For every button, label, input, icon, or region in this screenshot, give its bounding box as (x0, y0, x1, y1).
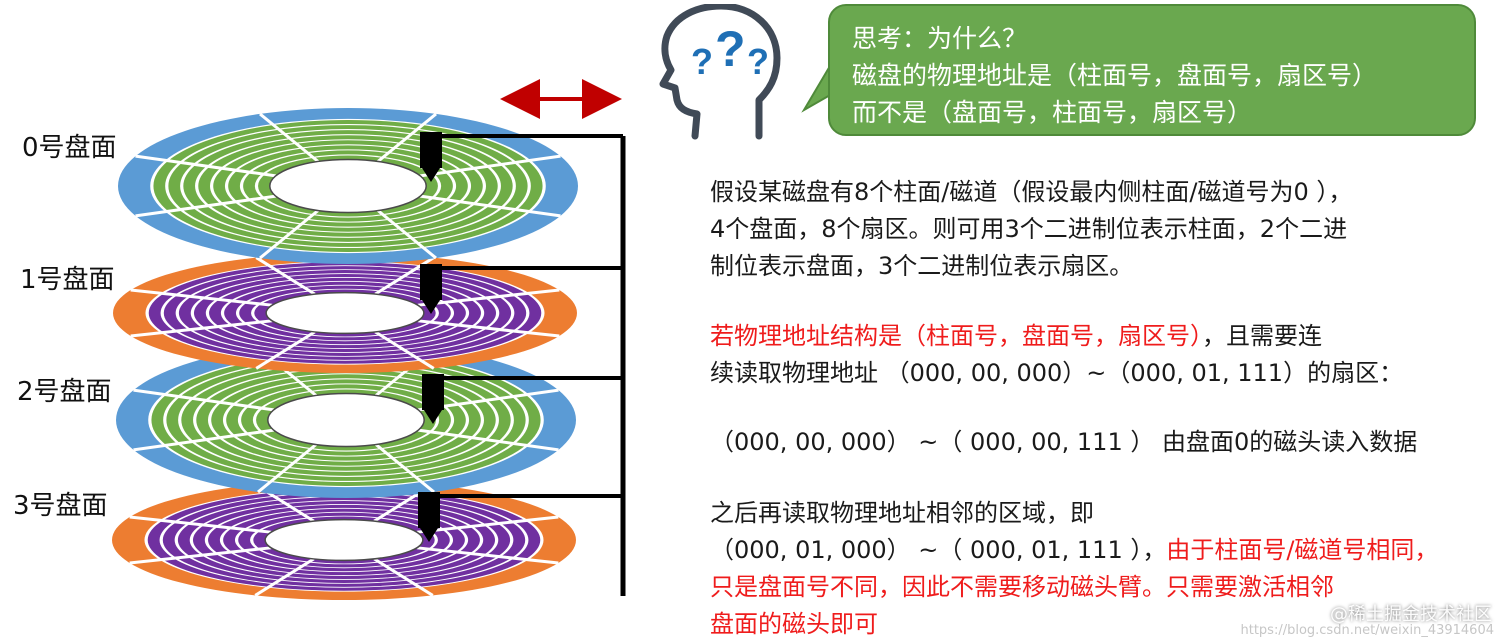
p1-line-1: 假设某磁盘有8个柱面/磁道（假设最内侧柱面/磁道号为0 ）， (710, 178, 1353, 206)
sector-divider (374, 443, 435, 494)
sector-divider (257, 443, 318, 494)
p2-line-1: 若物理地址结构是（柱面号，盘面号，扇区号），且需要连 (710, 318, 1403, 355)
paragraph-3: （000, 00, 000） ~（ 000, 00, 111 ） 由盘面0的磁头… (710, 424, 1417, 461)
sector-divider (417, 319, 560, 338)
sector-divider (129, 546, 272, 565)
sector-divider (130, 319, 273, 338)
sector-divider (259, 112, 320, 163)
p3-line: （000, 00, 000） ~（ 000, 00, 111 ） 由盘面0的磁头… (710, 428, 1418, 456)
sector-divider (416, 515, 559, 534)
platter-label-1: 1号盘面 (20, 265, 115, 295)
sector-divider (416, 546, 559, 565)
sector-divider (374, 256, 435, 296)
sector-divider (376, 209, 437, 260)
p4-line-2-black: （000, 01, 000） ~（ 000, 01, 111 ）， (710, 536, 1167, 564)
head-block-1 (420, 264, 442, 300)
paragraph-4: 之后再读取物理地址相邻的区域，即 （000, 01, 000） ~（ 000, … (710, 495, 1438, 643)
sector-divider (254, 557, 315, 597)
sector-divider (420, 154, 561, 178)
p4-line-3: 只是盘面号不同，因此不需要移动磁头臂。只需要激活相邻 (710, 573, 1334, 601)
p1-line-3: 制位表示盘面，3个二进制位表示扇区。 (710, 252, 1134, 280)
watermark: @稀土掘金技术社区 (1330, 604, 1492, 625)
paragraph-1: 假设某磁盘有8个柱面/磁道（假设最内侧柱面/磁道号为0 ）， 4个盘面，8个扇区… (710, 174, 1352, 285)
head-block-3 (418, 492, 440, 528)
platter-0-spindle-hole (269, 158, 427, 214)
sector-divider (418, 428, 559, 452)
p4-line-4: 盘面的磁头即可 (710, 610, 878, 638)
platter-1 (113, 253, 577, 373)
sector-divider (129, 515, 272, 534)
head-arm-assembly (418, 132, 626, 596)
platter-label-3: 3号盘面 (13, 491, 108, 521)
bubble-line-3: 而不是（盘面号，柱面号，扇区号） (852, 98, 1253, 127)
sector-divider (376, 112, 437, 163)
sector-divider (130, 288, 273, 307)
bubble-line-1: 思考：为什么？ (852, 24, 1028, 53)
watermark-url: https://blog.csdn.net/weixin_43914604 (1240, 623, 1494, 638)
platter-3-spindle-hole (264, 518, 424, 562)
sector-divider (374, 330, 435, 370)
head-question-icon: ? ? ? (659, 4, 781, 140)
sector-divider (373, 557, 434, 597)
p4-line-2-red: 由于柱面号/磁道号相同， (1166, 536, 1439, 564)
platter-label-0: 0号盘面 (22, 133, 117, 163)
sector-divider (420, 194, 561, 218)
p2-highlight: 若物理地址结构是（柱面号，盘面号，扇区号） (710, 322, 1202, 350)
read-write-head-0 (420, 132, 623, 182)
thinking-bubble: 思考：为什么？ 磁盘的物理地址是（柱面号，盘面号，扇区号） 而不是（盘面号，柱面… (828, 4, 1476, 136)
sector-divider (255, 256, 316, 296)
platter-0 (118, 108, 578, 264)
sector-divider (255, 330, 316, 370)
head-tip-2 (424, 410, 442, 424)
p4-line-2: （000, 01, 000） ~（ 000, 01, 111 ），由于柱面号/磁… (710, 532, 1438, 569)
read-write-head-1 (420, 264, 623, 314)
p1-line-2: 4个盘面，8个扇区。则可用3个二进制位表示柱面，2个二进 (710, 215, 1348, 243)
sector-divider (135, 194, 276, 218)
head-tip-3 (420, 528, 438, 542)
sector-divider (259, 209, 320, 260)
svg-text:?: ? (747, 41, 769, 82)
head-tip-0 (422, 168, 440, 182)
svg-text:?: ? (691, 41, 713, 82)
sector-divider (417, 288, 560, 307)
read-write-head-3 (418, 492, 623, 542)
platter-1-spindle-hole (265, 291, 425, 335)
read-write-head-2 (422, 374, 623, 424)
platter-label-2: 2号盘面 (17, 377, 112, 407)
platter-2-spindle-hole (267, 392, 425, 448)
sector-divider (133, 428, 274, 452)
sector-divider (135, 154, 276, 178)
head-tip-1 (422, 300, 440, 314)
p2-line-2: 续读取物理地址 （000, 00, 000）~（000, 01, 111）的扇区… (710, 359, 1404, 387)
p4-line-1: 之后再读取物理地址相邻的区域，即 (710, 499, 1094, 527)
disk-stack-diagram (112, 79, 626, 600)
p2-line-1-rest: ，且需要连 (1202, 322, 1322, 350)
sector-divider (133, 388, 274, 412)
paragraph-2: 若物理地址结构是（柱面号，盘面号，扇区号），且需要连 续读取物理地址 （000,… (710, 318, 1403, 392)
head-block-2 (422, 374, 444, 410)
head-block-0 (420, 132, 442, 168)
bubble-line-2: 磁盘的物理地址是（柱面号，盘面号，扇区号） (852, 61, 1378, 90)
svg-text:?: ? (715, 21, 746, 77)
